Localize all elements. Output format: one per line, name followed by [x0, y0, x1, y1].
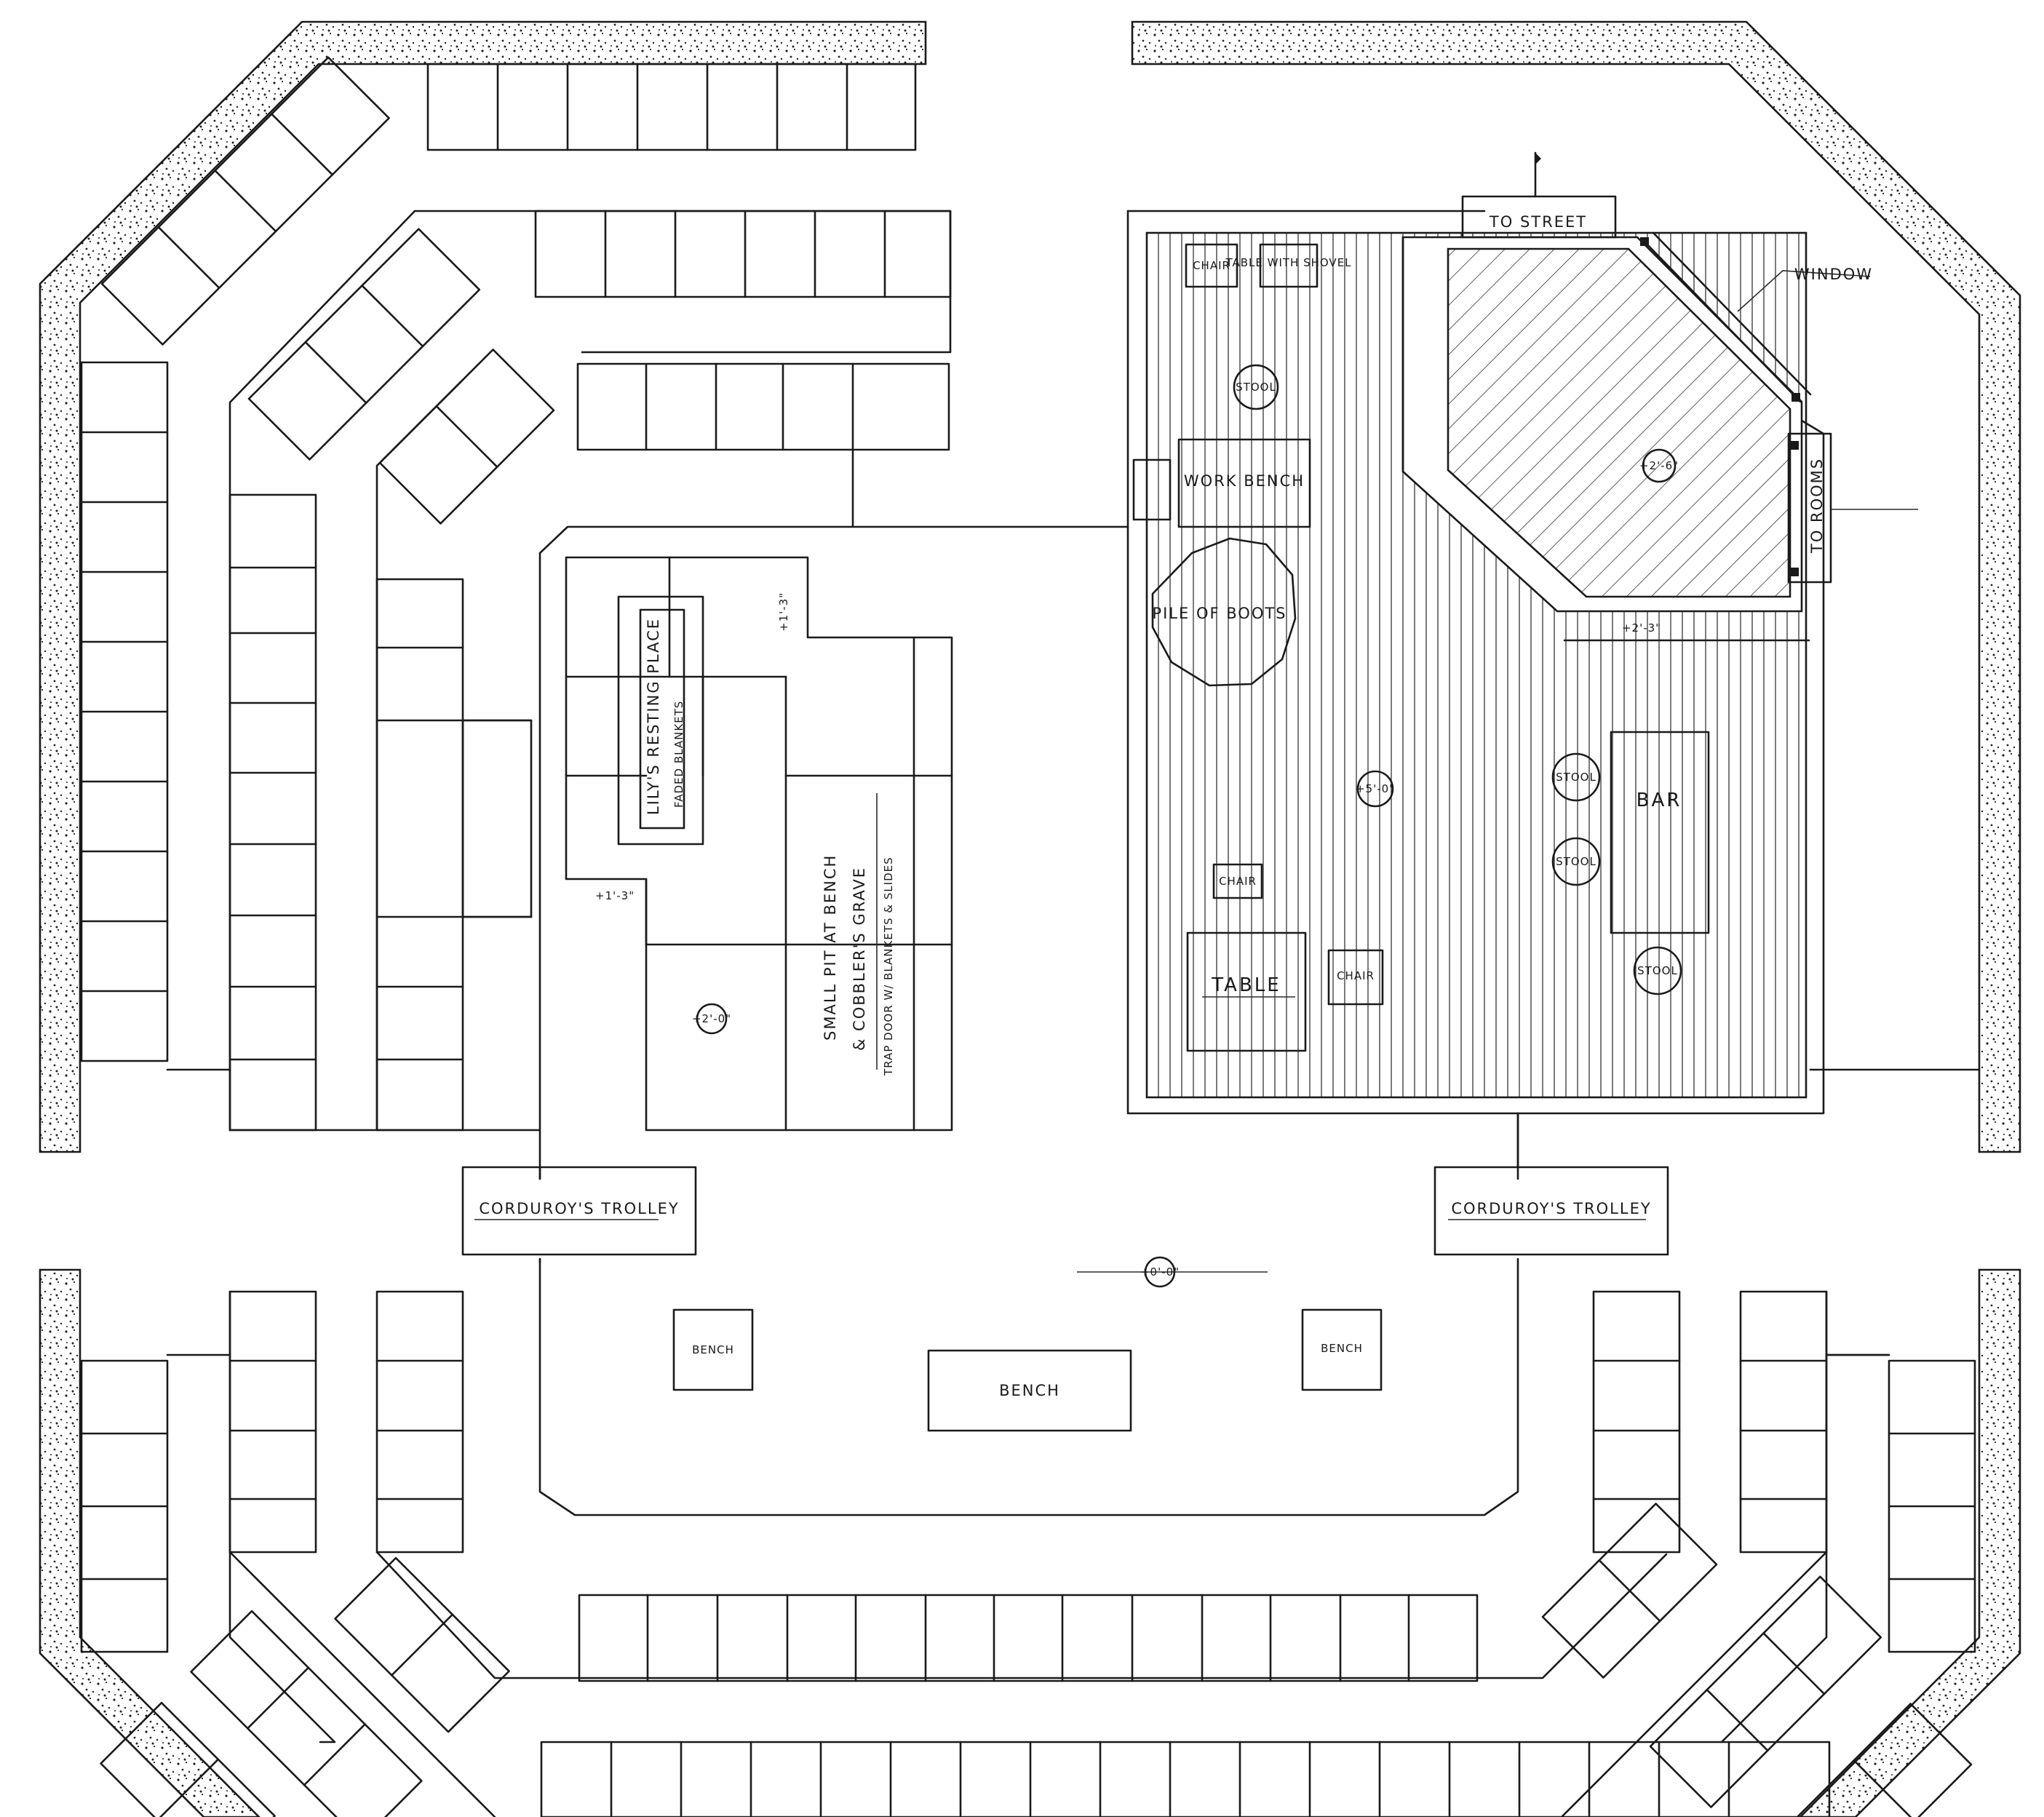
cobblers-grave-label: & COBBLER'S GRAVE [851, 867, 868, 1051]
bench-center: BENCH [927, 1349, 1132, 1432]
table-label: TABLE [1211, 974, 1281, 996]
elevation-plaza: +0'-0" [1077, 1256, 1268, 1288]
faded-blankets-label: FADED BLANKETS [672, 701, 685, 808]
chair-1-label: CHAIR [1193, 259, 1230, 272]
pile-of-boots-label: PILE OF BOOTS [1152, 605, 1287, 622]
stool-4-label: STOOL [1637, 964, 1678, 977]
bar-label: BAR [1637, 790, 1682, 811]
small-pit-label: SMALL PIT AT BENCH [822, 854, 839, 1041]
elev-step-label: +2'-3" [1622, 621, 1661, 635]
saloon: TO STREET WINDOW TO ROOMS CHAIR TABLE WI… [538, 151, 1918, 1180]
lilys-bed [617, 595, 704, 846]
stool-1-label: STOOL [1236, 381, 1276, 394]
bench-center-label: BENCH [999, 1382, 1060, 1399]
trolley-left: CORDUROY'S TROLLEY [461, 1166, 697, 1256]
trolley-right-label: CORDUROY'S TROLLEY [1451, 1200, 1651, 1217]
work-bench-label: WORK BENCH [1184, 472, 1305, 490]
elev-slab-low-label: +2'-0" [692, 1012, 731, 1025]
bench-left: BENCH [672, 1308, 754, 1391]
parking-stalls [80, 56, 1981, 1817]
elev-raised-label: +2'-6" [1639, 459, 1679, 472]
trap-door-label: TRAP DOOR W/ BLANKETS & SLIDES [882, 856, 895, 1076]
trolley-left-label: CORDUROY'S TROLLEY [479, 1200, 679, 1217]
trolley-right: CORDUROY'S TROLLEY [1433, 1166, 1669, 1256]
table-with-shovel-label: TABLE WITH SHOVEL [1225, 256, 1351, 269]
elev-slab-top-label: +1'-3" [777, 592, 790, 632]
elev-slab-left-label: +1'-3" [595, 889, 635, 902]
bench-right-label: BENCH [1321, 1342, 1363, 1355]
wall-top-left [39, 20, 927, 1153]
window-label: WINDOW [1794, 266, 1873, 283]
stool-2-label: STOOL [1556, 771, 1596, 784]
bench-right: BENCH [1301, 1308, 1383, 1391]
wall-bottom-left [39, 1268, 261, 1817]
bench-left-label: BENCH [692, 1343, 734, 1356]
stool-3-label: STOOL [1556, 855, 1596, 868]
stone-slab-area: LILY'S RESTING PLACE FADED BLANKETS +1'-… [565, 556, 953, 1132]
to-rooms-label: TO ROOMS [1808, 458, 1826, 554]
wall-bottom-right [1799, 1268, 2021, 1817]
elev-center-label: +5'-0" [1356, 782, 1395, 795]
chair-3-label: CHAIR [1337, 969, 1375, 982]
lilys-resting-place-label: LILY'S RESTING PLACE [645, 618, 662, 815]
wall-top-right [1131, 20, 2021, 1153]
to-street-label: TO STREET [1489, 213, 1587, 231]
elevation-plaza-label: +0'-0" [1140, 1265, 1180, 1279]
chair-2-label: CHAIR [1219, 875, 1257, 888]
